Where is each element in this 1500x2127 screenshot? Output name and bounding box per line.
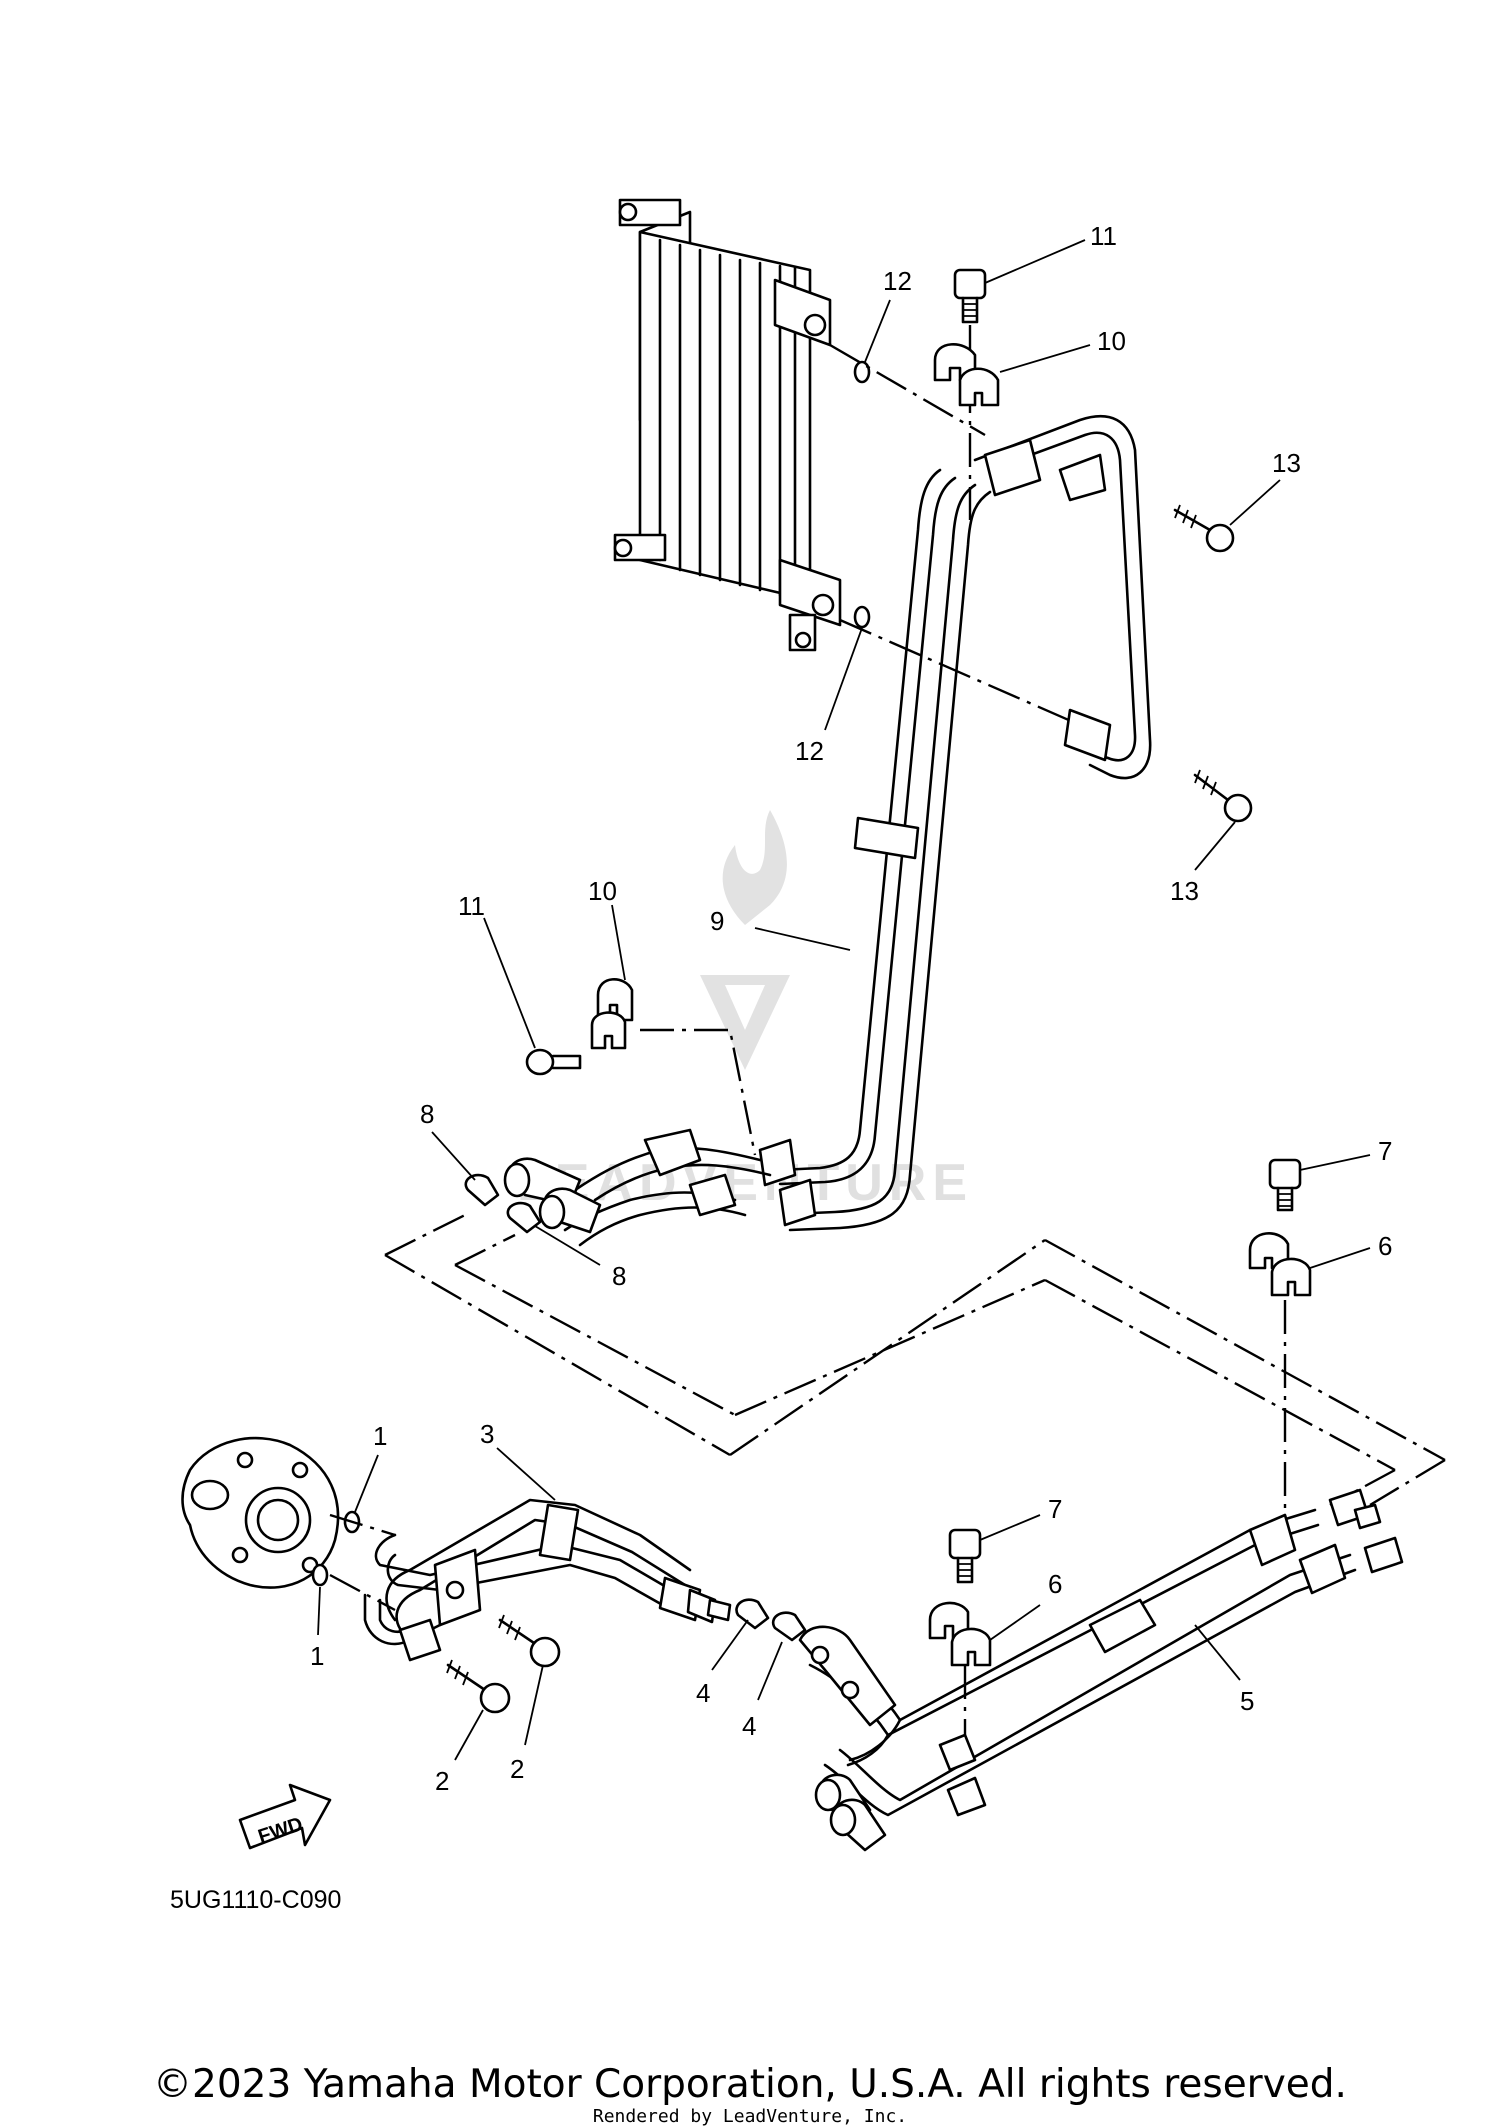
callout-2: 2 — [510, 1754, 524, 1784]
oil-pump-housing-icon — [181, 1436, 340, 1589]
callout-2: 2 — [435, 1766, 449, 1796]
callout-7: 7 — [1378, 1136, 1392, 1166]
copyright-text: ©2023 Yamaha Motor Corporation, U.S.A. A… — [153, 2062, 1347, 2107]
oil-cooler-icon — [613, 198, 842, 652]
callout-8: 8 — [420, 1099, 434, 1129]
bolt-icon — [1173, 504, 1235, 553]
callout-6: 6 — [1378, 1231, 1392, 1261]
diagram-code: 5UG1110-C090 — [170, 1886, 341, 1914]
callouts: 11 12 10 13 12 13 9 10 11 8 8 7 — [310, 221, 1392, 1796]
bolt-icon — [953, 268, 987, 324]
bolt-icon — [1268, 1158, 1302, 1212]
bolt-icon — [498, 1614, 561, 1668]
callout-8: 8 — [612, 1261, 626, 1291]
bolt-icon — [525, 1048, 582, 1076]
callout-7: 7 — [1048, 1494, 1062, 1524]
callout-4: 4 — [696, 1678, 710, 1708]
callout-10: 10 — [588, 876, 617, 906]
callout-3: 3 — [480, 1419, 494, 1449]
callout-12: 12 — [883, 266, 912, 296]
callout-11: 11 — [1090, 221, 1117, 251]
bolt-icon — [446, 1659, 511, 1714]
callout-11: 11 — [458, 891, 485, 921]
callout-13: 13 — [1170, 876, 1199, 906]
callout-13: 13 — [1272, 448, 1301, 478]
callout-1: 1 — [373, 1421, 387, 1451]
rendered-by-text: Rendered by LeadVenture, Inc. — [592, 2106, 908, 2127]
callout-10: 10 — [1097, 326, 1126, 356]
bolt-icon — [948, 1528, 982, 1584]
callout-12: 12 — [795, 736, 824, 766]
callout-5: 5 — [1240, 1686, 1254, 1716]
fwd-arrow-icon: FWD — [238, 1783, 332, 1850]
callout-6: 6 — [1048, 1569, 1062, 1599]
callout-4: 4 — [742, 1711, 756, 1741]
callout-9: 9 — [710, 906, 724, 936]
callout-1: 1 — [310, 1641, 324, 1671]
bolt-icon — [1193, 769, 1253, 823]
watermark-logo-icon — [700, 810, 790, 1070]
